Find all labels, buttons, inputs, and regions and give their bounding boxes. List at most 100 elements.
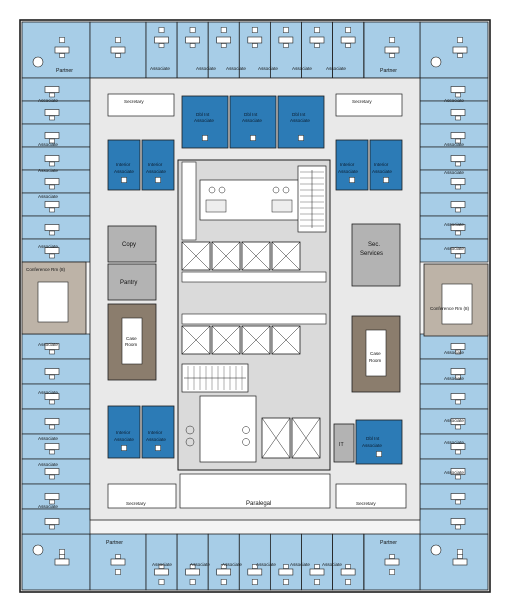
building-core (177, 159, 331, 471)
associate-label-left-5: Associate (38, 244, 58, 249)
interior-office (355, 419, 403, 465)
dbl-int-label-2-line2: Associate (242, 118, 262, 123)
interior-label-5-line1: Interior (116, 430, 131, 435)
chair-icon (121, 177, 127, 183)
conference-label-right: Conference Rm (8) (430, 306, 470, 311)
associate-label-bottom-4: Associate (256, 562, 276, 567)
associate-label-left-10: Associate (38, 504, 58, 509)
associate-label-left-7: Associate (38, 390, 58, 395)
interior-label-3-line1: Interior (340, 162, 355, 167)
chair-icon (345, 27, 351, 33)
dbl-int-label-4-line2: Associate (362, 443, 382, 448)
secretary-label-bottom-right: Secretary (356, 501, 376, 506)
chair-icon (349, 177, 355, 183)
chair-icon (457, 37, 463, 43)
conference-rooms (21, 261, 489, 337)
associate-label-bottom-2: Associate (190, 562, 210, 567)
associate-label-left-6: Associate (38, 342, 58, 347)
associate-label-left-9: Associate (38, 462, 58, 467)
associate-label-right-5: Associate (444, 246, 464, 251)
round-table-icon (32, 56, 44, 68)
interior-label-4-line2: Associate (372, 169, 392, 174)
associate-label-top-3: Associate (226, 66, 246, 71)
secretary-label-top-right: Secretary (352, 99, 372, 104)
chair-icon (251, 27, 258, 33)
paralegal-label: Paralegal (246, 501, 271, 507)
chair-icon (389, 569, 395, 575)
chair-icon (298, 135, 304, 141)
chair-icon (283, 27, 289, 33)
case-label-right-line1: Case (370, 351, 381, 356)
associate-label-bottom-1: Associate (152, 562, 172, 567)
chair-icon (158, 579, 165, 585)
partner-label-top-right: Partner (380, 68, 397, 74)
secretary-label-bottom-left: Secretary (126, 501, 146, 506)
pantry-label: Pantry (120, 280, 137, 286)
chair-icon (121, 445, 127, 451)
interior-label-1-line1: Interior (116, 162, 131, 167)
it-room (333, 423, 355, 463)
interior-label-2-line1: Interior (148, 162, 163, 167)
partner-label-bottom-left: Partner (106, 540, 123, 546)
interior-label-6-line2: Associate (146, 437, 166, 442)
chair-icon (202, 135, 208, 141)
copy-room (107, 225, 157, 263)
sec-services-label-line1: Sec. (368, 242, 380, 248)
chair-icon (189, 27, 196, 33)
chair-icon (59, 549, 65, 555)
chair-icon (59, 37, 65, 43)
associate-label-right-2: Associate (444, 142, 464, 147)
chair-icon (383, 177, 389, 183)
associate-label-top-1: Associate (150, 66, 170, 71)
chair-icon (155, 177, 161, 183)
associate-label-right-7: Associate (444, 376, 464, 381)
chair-icon (115, 569, 121, 575)
sec-services-label-line2: Services (360, 251, 383, 257)
it-label: IT (339, 442, 344, 448)
chair-icon (115, 37, 121, 43)
associate-label-left-8: Associate (38, 436, 58, 441)
chair-icon (314, 579, 320, 585)
stair-bottom-icon (181, 363, 249, 393)
round-table-icon (430, 56, 442, 68)
restroom-top (199, 179, 311, 221)
associate-label-right-10: Associate (444, 470, 464, 475)
chair-icon (189, 579, 196, 585)
chair-icon (220, 27, 227, 33)
stair-top-icon (297, 165, 327, 233)
round-table-icon (32, 544, 44, 556)
service-rooms (107, 223, 401, 463)
pantry-room (107, 263, 157, 301)
interior-label-1-line2: Associate (114, 169, 134, 174)
case-label-left-line2: Room (125, 342, 137, 347)
dbl-int-label-2-line1: Dbl Int (244, 112, 258, 117)
interior-label-6-line1: Interior (148, 430, 163, 435)
associate-label-left-2: Associate (38, 142, 58, 147)
interior-label-5-line2: Associate (114, 437, 134, 442)
sec-services-room (351, 223, 401, 287)
associate-label-top-5: Associate (292, 66, 312, 71)
chair-icon (251, 579, 258, 585)
workstations (107, 93, 407, 509)
chair-icon (250, 135, 256, 141)
interior-offices (107, 95, 403, 465)
associate-label-right-9: Associate (444, 440, 464, 445)
dbl-int-label-3-line1: Dbl Int (292, 112, 306, 117)
chair-icon (220, 579, 227, 585)
associate-label-right-6: Associate (444, 350, 464, 355)
dbl-int-label-1-line2: Associate (194, 118, 214, 123)
elevator-bank-middle (181, 325, 301, 355)
chair-icon (283, 579, 289, 585)
partner-office (89, 533, 147, 591)
dbl-int-label-1-line1: Dbl Int (196, 112, 210, 117)
round-table-icon (430, 544, 442, 556)
dbl-int-label-4-line1: Dbl Int (366, 436, 380, 441)
chair-icon (314, 27, 320, 33)
conference-label-left: Conference Rm (8) (26, 267, 66, 272)
associate-label-right-4: Associate (444, 222, 464, 227)
case-label-left-line1: Case (126, 336, 137, 341)
associate-label-top-2: Associate (196, 66, 216, 71)
associate-label-left-4: Associate (38, 194, 58, 199)
associate-label-bottom-6: Associate (322, 562, 342, 567)
